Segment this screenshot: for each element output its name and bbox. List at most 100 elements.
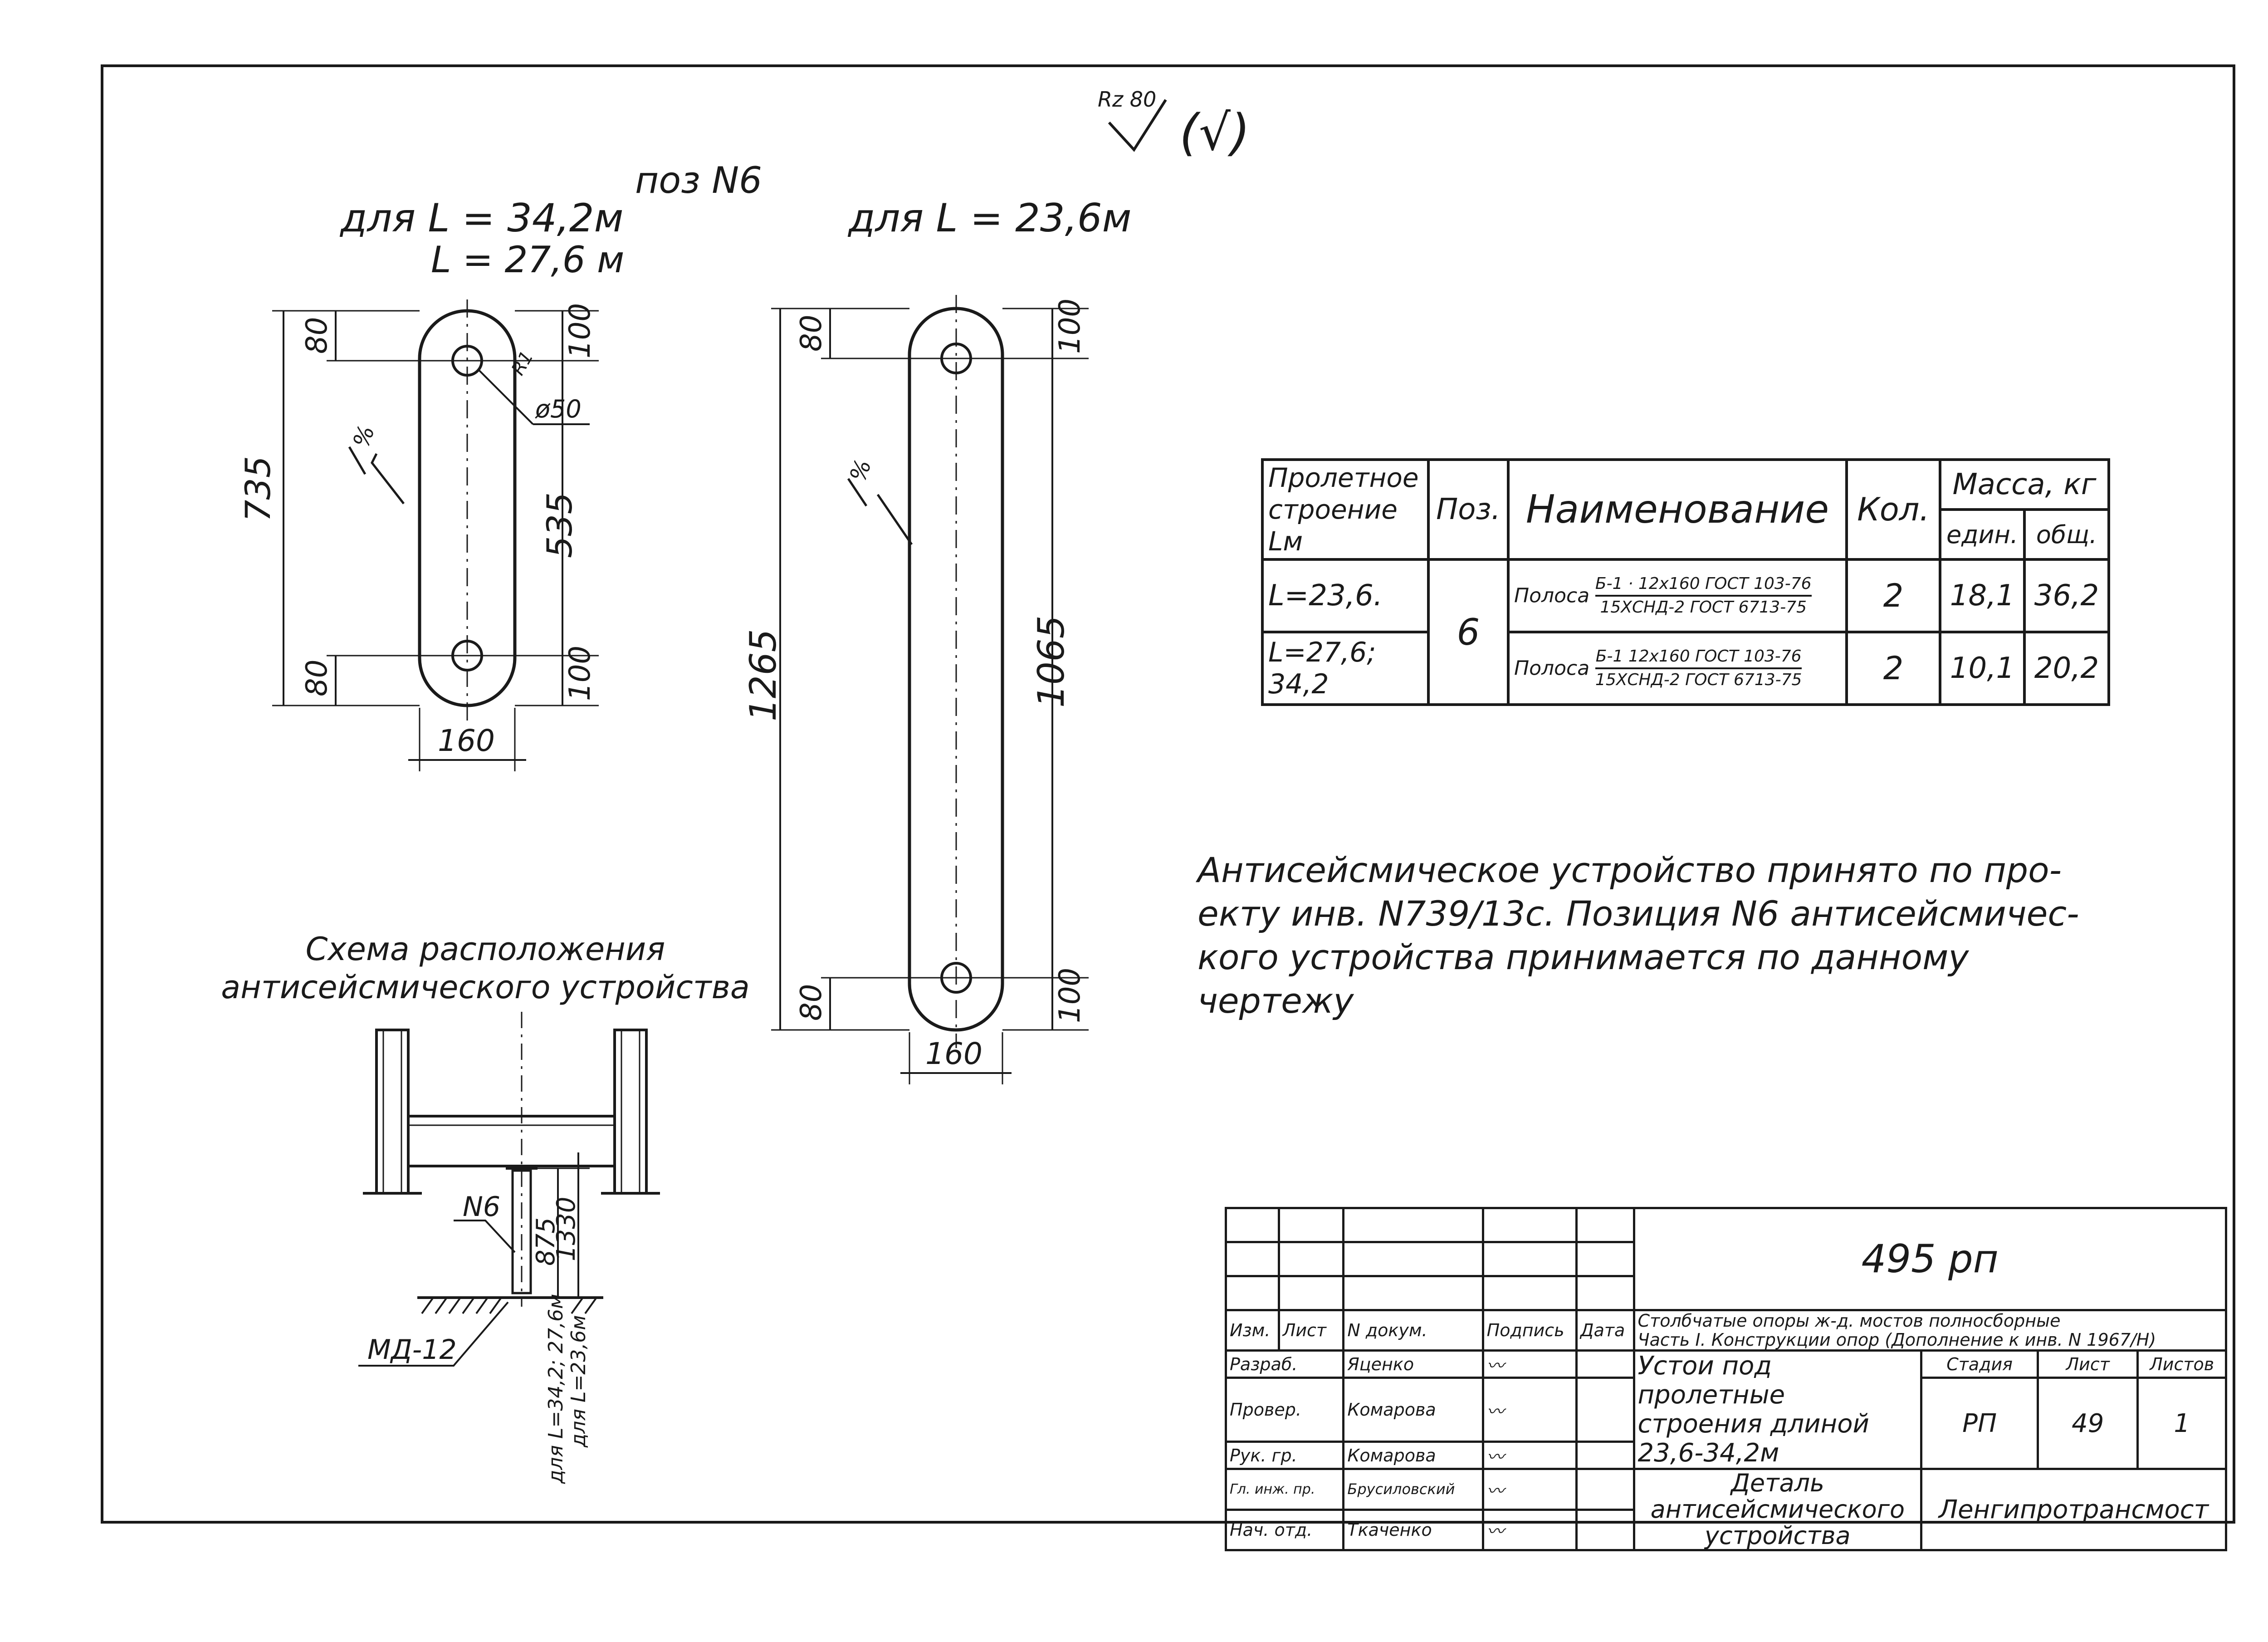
- stamp-name-5: Ткаченко: [1342, 1508, 1484, 1551]
- stamp-h-izm: Изм.: [1225, 1309, 1280, 1352]
- v1-hole-dia: ø50: [535, 395, 582, 423]
- row1-total: 36,2: [2023, 558, 2110, 633]
- stamp-stage: РП: [1920, 1377, 2039, 1470]
- v2-dim-width: 160: [925, 1036, 982, 1071]
- specification-table: Пролетное строение Lм Поз. Наименование …: [1261, 458, 2110, 706]
- scheme-label-md: МД-12: [367, 1334, 457, 1366]
- row1-name-prefix: Полоса: [1514, 584, 1590, 608]
- stamp-sign-3: 〰: [1481, 1441, 1578, 1470]
- row2-name-prefix: Полоса: [1514, 657, 1590, 680]
- th-mass: Масса, кг: [1939, 458, 2110, 511]
- view1-title-line1: для L = 34,2м: [339, 196, 624, 241]
- row1-qty: 2: [1845, 558, 1941, 633]
- stamp-code: 495 рп: [1633, 1207, 2228, 1311]
- v1-dim-center: 535: [539, 492, 580, 558]
- th-name: Наименование: [1507, 458, 1848, 561]
- scheme-title: Схема расположения антисейсмического уст…: [221, 931, 750, 1006]
- stamp-stage-h: Стадия: [1920, 1349, 2039, 1379]
- view1-title-line2: L = 27,6 м: [431, 239, 624, 281]
- view1-title-pos: поз N6: [635, 159, 762, 201]
- stamp-detail: Деталь антисейсмического устройства: [1633, 1468, 1923, 1551]
- stamp-project-line2: Часть I. Конструкции опор (Дополнение к …: [1637, 1330, 2156, 1350]
- v2-dim-bottom-r: 100: [1053, 968, 1087, 1023]
- stamp-h-doc: N докум.: [1342, 1309, 1484, 1352]
- row1-span: L=23,6.: [1261, 558, 1430, 633]
- stamp-role-2: Провер.: [1224, 1377, 1345, 1443]
- arrangement-scheme: N6 МД-12 875 1330 для L=34,2; 27,6м для …: [358, 1012, 660, 1484]
- v1-dim-total: 735: [238, 456, 278, 522]
- row2-unit: 10,1: [1939, 631, 2026, 706]
- v2-dim-total: 1265: [742, 629, 784, 721]
- pos-cell: 6: [1427, 558, 1510, 706]
- stamp-sign-2: 〰: [1481, 1377, 1578, 1443]
- stamp-lists: 1: [2136, 1377, 2227, 1470]
- plate-view-1: 735 80 80 535 100 100 160 ø50 R1 %: [238, 299, 599, 771]
- v2-dim-top: 80: [795, 315, 828, 352]
- th-pos: Поз.: [1427, 458, 1510, 561]
- stamp-sign-4: 〰: [1481, 1468, 1578, 1511]
- stamp-h-list: Лист: [1277, 1309, 1345, 1352]
- th-total: общ.: [2023, 508, 2110, 561]
- row1-name: Полоса Б-1 · 12х160 ГОСТ 103-76 15ХСНД-2…: [1507, 558, 1848, 633]
- v1-dim-bottom: 80: [300, 660, 334, 696]
- scheme-label-n6: N6: [463, 1191, 500, 1223]
- row1-name-top: Б-1 · 12х160 ГОСТ 103-76: [1595, 573, 1812, 597]
- row2-name-bottom: 15ХСНД-2 ГОСТ 6713-75: [1595, 671, 1802, 689]
- v1-dim-top: 80: [300, 317, 334, 354]
- roughness-paren: (√): [1179, 103, 1250, 162]
- row2-qty: 2: [1845, 631, 1941, 706]
- row2-span: L=27,6; 34,2: [1261, 631, 1430, 706]
- stamp-role-1: Разраб.: [1224, 1349, 1345, 1379]
- stamp-name-4: Брусиловский: [1342, 1468, 1484, 1511]
- title-block: 495 рп Изм. Лист N докум. Подпись Дата С…: [1224, 1207, 2228, 1551]
- scheme-note-l2: для L=23,6м: [567, 1315, 590, 1448]
- stamp-list: 49: [2037, 1377, 2139, 1470]
- stamp-row: Гл. инж. пр. Брусиловский 〰 Деталь антис…: [1224, 1468, 2227, 1551]
- row2-name: Полоса Б-1 12х160 ГОСТ 103-76 15ХСНД-2 Г…: [1507, 631, 1848, 706]
- view2-title: для L = 23,6м: [847, 196, 1132, 241]
- roughness-text: Rz 80: [1098, 87, 1156, 112]
- v1-hole-r: R1: [508, 348, 538, 379]
- th-unit: един.: [1939, 508, 2026, 561]
- v1-dim-width: 160: [438, 723, 495, 758]
- stamp-h-sign: Подпись: [1481, 1309, 1578, 1352]
- stamp-sign-5: 〰: [1481, 1508, 1578, 1551]
- stamp-name-3: Комарова: [1342, 1441, 1484, 1470]
- stamp-name-2: Комарова: [1342, 1377, 1484, 1443]
- v1-weld-mark: %: [348, 422, 380, 451]
- row2-name-top: Б-1 12х160 ГОСТ 103-76: [1595, 646, 1802, 669]
- stamp-role-3: Рук. гр.: [1224, 1441, 1345, 1470]
- stamp-list-h: Лист: [2037, 1349, 2139, 1379]
- row1-name-bottom: 15ХСНД-2 ГОСТ 6713-75: [1600, 598, 1807, 617]
- table-row: L=27,6; 34,2 Полоса Б-1 12х160 ГОСТ 103-…: [1261, 631, 2110, 706]
- v2-dim-center: 1065: [1030, 615, 1072, 708]
- plate-view-2: 1265 80 80 1065 100 100 160 %: [742, 295, 1089, 1084]
- stamp-row: Разраб. Яценко 〰 Устои под пролетные стр…: [1224, 1349, 2227, 1470]
- general-note: Антисейсмическое устройство принято по п…: [1198, 850, 2079, 1021]
- stamp-sign-1: 〰: [1481, 1349, 1578, 1379]
- th-span: Пролетное строение Lм: [1261, 458, 1430, 561]
- row1-unit: 18,1: [1939, 558, 2026, 633]
- v1-dim-bottom-r: 100: [563, 646, 597, 701]
- scheme-dim-1330: 1330: [552, 1196, 581, 1261]
- v2-dim-bottom: 80: [795, 984, 828, 1021]
- stamp-h-date: Дата: [1575, 1309, 1635, 1352]
- stamp-name-1: Яценко: [1342, 1349, 1484, 1379]
- stamp-row: Провер. Комарова 〰 РП 49 1: [1224, 1377, 2227, 1470]
- v1-dim-top-r: 100: [563, 303, 597, 358]
- stamp-row: Нач. отд. Ткаченко 〰: [1224, 1508, 2226, 1551]
- v2-dim-top-r: 100: [1053, 299, 1087, 354]
- sheet-frame: [101, 64, 2235, 1524]
- stamp-lists-h: Листов: [2136, 1349, 2227, 1379]
- stamp-role-5: Нач. отд.: [1224, 1508, 1345, 1551]
- roughness-mark: Rz 80 (√): [1098, 87, 1250, 162]
- stamp-object: Устои под пролетные строения длиной 23,6…: [1633, 1349, 1923, 1470]
- stamp-project-line1: Столбчатые опоры ж-д. мостов полносборны…: [1637, 1311, 2061, 1331]
- table-row: L=23,6. 6 Полоса Б-1 · 12х160 ГОСТ 103-7…: [1261, 558, 2110, 706]
- stamp-project: Столбчатые опоры ж-д. мостов полносборны…: [1633, 1309, 2228, 1352]
- th-qty: Кол.: [1845, 458, 1941, 561]
- stamp-row: Рук. гр. Комарова 〰: [1224, 1441, 2226, 1470]
- row2-total: 20,2: [2023, 631, 2110, 706]
- stamp-org: Ленгипротрансмост: [1920, 1468, 2227, 1551]
